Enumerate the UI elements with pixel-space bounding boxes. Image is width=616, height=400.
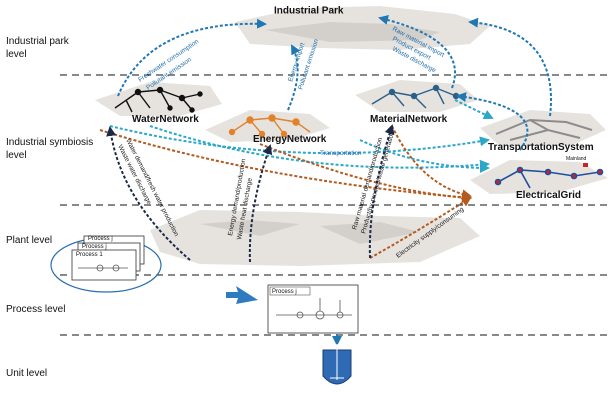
industrial-park-label: Industrial Park (274, 5, 344, 16)
level-label-symbiosis: Industrial symbiosis (6, 137, 93, 148)
level-label-park: Industrial park (6, 36, 70, 47)
energy-network (205, 110, 330, 142)
arrow-material-grid (391, 125, 472, 200)
arrow-water-grid (99, 129, 472, 203)
arrow-energy-to-park (287, 44, 301, 111)
material-network (355, 80, 478, 112)
arrow-grid-material (456, 92, 529, 151)
zoom-arrow (226, 286, 258, 304)
arrow-energy-grid (259, 143, 472, 203)
industrial-park-map (235, 6, 490, 50)
plant-process-label-1: Process j (88, 236, 113, 242)
arrow-plant-grid (369, 196, 472, 259)
arrow-plant-material (368, 124, 395, 259)
arrow-material-to-park (378, 15, 456, 89)
energy-network-label: EnergyNetwork (253, 134, 327, 145)
arrow-transportation-2 (149, 125, 490, 170)
level-label-symbiosis-2: level (6, 150, 27, 161)
plant-process-label-2: Process j (82, 244, 107, 250)
process-diagram (267, 284, 359, 334)
level-label-unit: Unit level (6, 368, 47, 379)
arrow-transportation-1 (109, 125, 490, 155)
transportation-system (480, 110, 606, 146)
arrow-material-transport (454, 99, 494, 119)
arrow-transport-to-park (468, 17, 552, 117)
level-label-plant: Plant level (6, 235, 52, 246)
plant-map (150, 210, 480, 266)
water-network (95, 82, 222, 116)
level-label-process: Process level (6, 304, 65, 315)
flow-transportation: Transportation (320, 150, 362, 157)
plant-process-label-3: Process 1 (76, 252, 103, 258)
plant-process-stack (50, 235, 162, 293)
process-card-label: Process j (272, 289, 297, 295)
level-label-park-2: level (6, 49, 27, 60)
reactor-vessel (322, 334, 352, 385)
arrow-plant-energy (248, 144, 273, 263)
material-network-label: MaterialNetwork (370, 114, 448, 125)
water-network-label: WaterNetwork (132, 114, 199, 125)
flow-plant-water-1: Water demand/fresh water production (124, 138, 180, 238)
mainland-label: Mainland (566, 156, 587, 162)
transportation-system-label: TransportationSystem (488, 142, 594, 153)
arrow-plant-water (106, 126, 191, 261)
arrow-transportation-3 (359, 139, 490, 173)
electrical-grid-label: ElectricalGrid (516, 190, 581, 201)
electrical-grid (470, 160, 608, 194)
